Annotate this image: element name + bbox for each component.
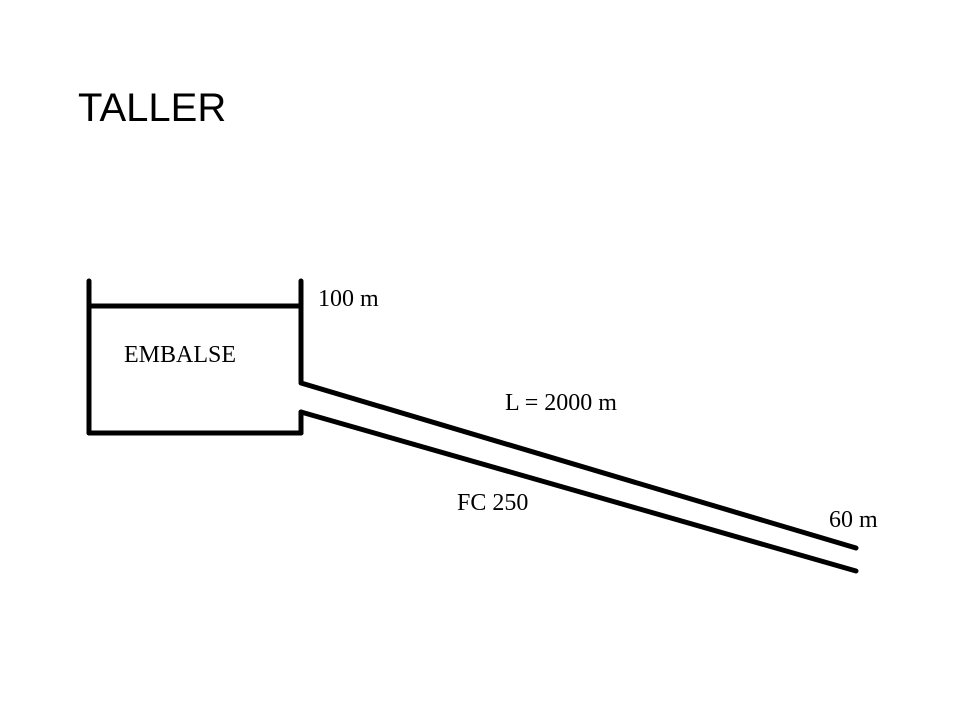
pipe-upper-wall <box>298 380 859 551</box>
pipe-lower-wall <box>298 409 859 574</box>
pipe-material-label: FC 250 <box>457 490 528 516</box>
slide-title: TALLER <box>78 86 227 130</box>
pipe <box>298 380 859 574</box>
pipe-length-label: L = 2000 m <box>505 390 617 416</box>
reservoir-level-label: 100 m <box>318 286 379 312</box>
outlet-level-label: 60 m <box>829 507 878 533</box>
reservoir-label: EMBALSE <box>124 342 236 368</box>
reservoir <box>86 278 304 436</box>
